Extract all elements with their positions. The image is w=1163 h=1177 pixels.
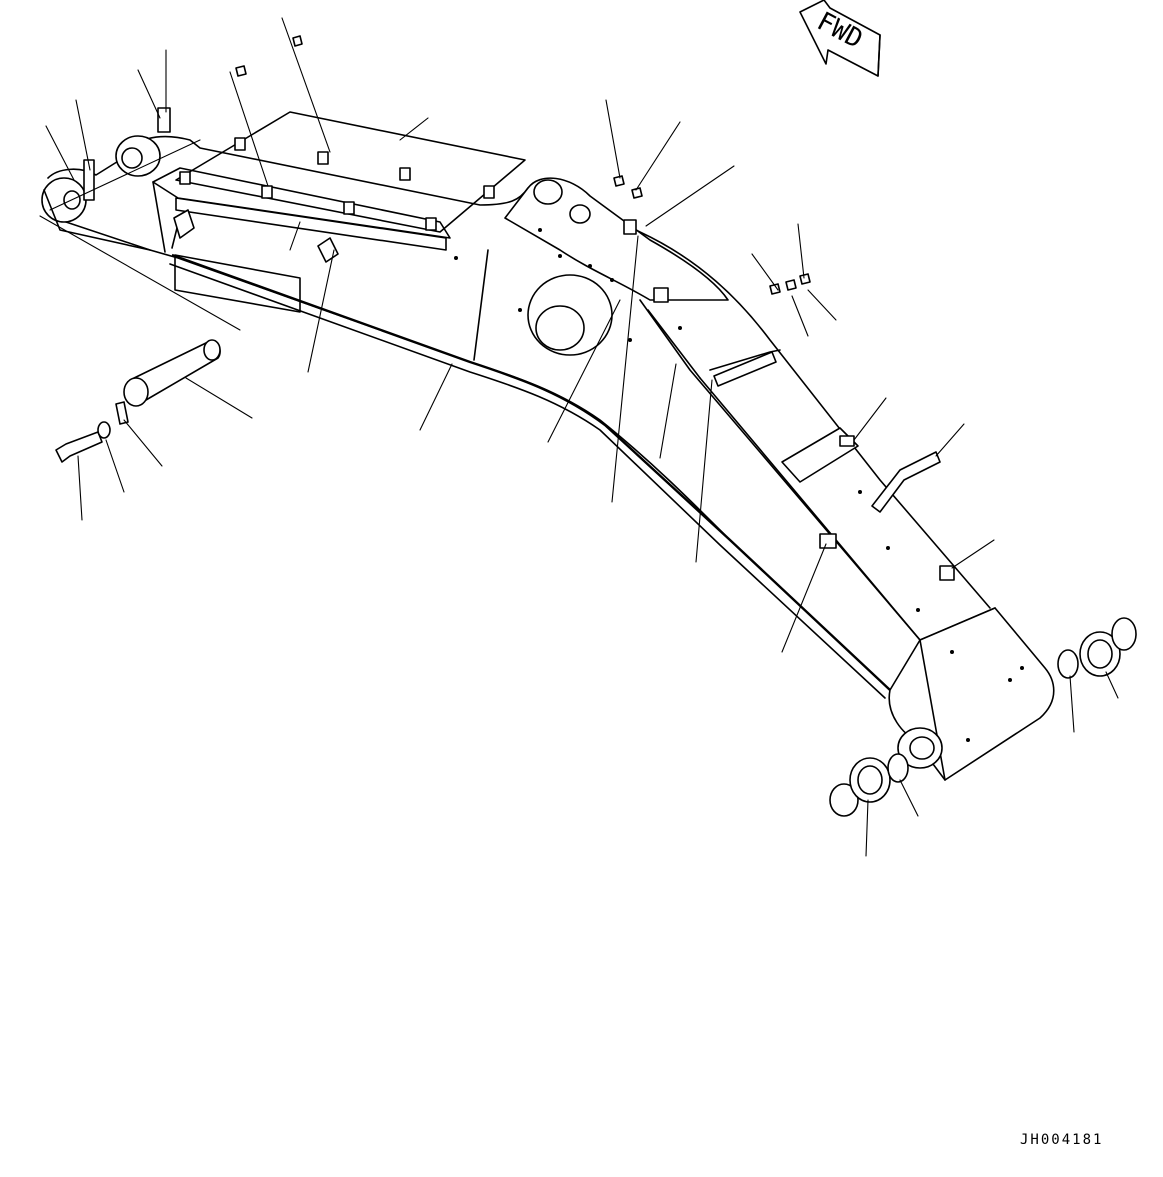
- boom-foot-pin: [123, 339, 221, 407]
- boom-body: [41, 111, 1055, 781]
- leader-lines: [39, 17, 1119, 857]
- bushings: [829, 617, 1137, 817]
- drawing-code: JH004181: [1020, 1132, 1104, 1148]
- small-bolts: [235, 35, 811, 295]
- clip-brackets: [83, 107, 955, 581]
- bent-bracket: [871, 451, 941, 513]
- bolt-washer-set: [55, 401, 129, 463]
- fwd-arrow: FWD: [799, 0, 881, 77]
